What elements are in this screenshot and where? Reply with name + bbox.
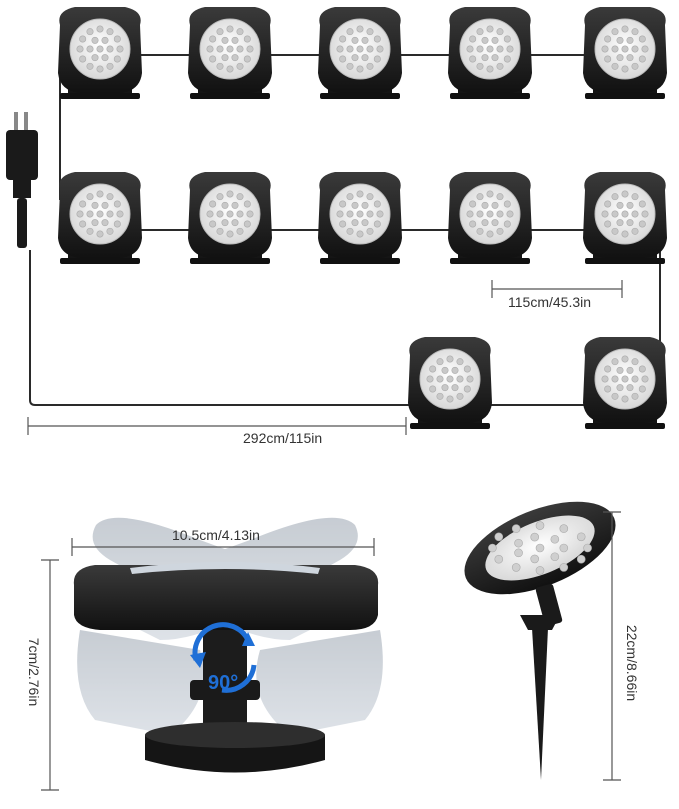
led-dot (535, 521, 545, 530)
tilting-light-detail (73, 517, 383, 773)
led-dot (550, 534, 560, 544)
pond-light (58, 172, 142, 264)
tilt-angle-label: 90° (208, 672, 239, 694)
power-plug-icon (6, 112, 38, 248)
led-dot (494, 532, 504, 542)
led-dot (535, 543, 545, 553)
led-dot (514, 538, 523, 548)
led-dot (576, 554, 586, 564)
pond-light (318, 7, 402, 99)
dimension-line-large (27, 417, 407, 435)
led-dot (583, 543, 592, 553)
pond-light (448, 172, 532, 264)
stake-height-label: 22cm/8.66in (624, 624, 640, 702)
dimension-line-height (41, 559, 59, 791)
led-dot (511, 563, 521, 572)
dimension-line-stake (603, 511, 621, 781)
led-dot (535, 566, 545, 575)
dimension-line-small (491, 280, 623, 298)
pond-light (583, 172, 667, 264)
led-dot (559, 543, 569, 553)
led-dot (559, 524, 569, 533)
pond-light (583, 7, 667, 99)
led-dot (576, 532, 586, 542)
pond-light (318, 172, 402, 264)
rotate-arrow-icon (192, 622, 257, 693)
led-dot (511, 524, 521, 533)
light-height-label: 7cm/2.76in (26, 637, 42, 707)
spacing-small-label: 115cm/45.3in (508, 294, 592, 310)
pond-light (448, 7, 532, 99)
light-width-label: 10.5cm/4.13in (172, 527, 260, 543)
led-dot (530, 554, 540, 564)
pond-light (188, 172, 272, 264)
spacing-large-label: 292cm/115in (243, 430, 323, 446)
led-dot (488, 543, 497, 553)
led-dot (550, 552, 560, 562)
led-dot (494, 554, 504, 564)
led-dot (559, 563, 569, 572)
pond-light (58, 7, 142, 99)
dimension-line-width (71, 538, 375, 556)
pond-light (583, 337, 667, 429)
led-dot (530, 532, 540, 542)
pond-light (188, 7, 272, 99)
stake-light (464, 501, 616, 780)
led-dot (514, 548, 523, 558)
pond-light (408, 337, 492, 429)
